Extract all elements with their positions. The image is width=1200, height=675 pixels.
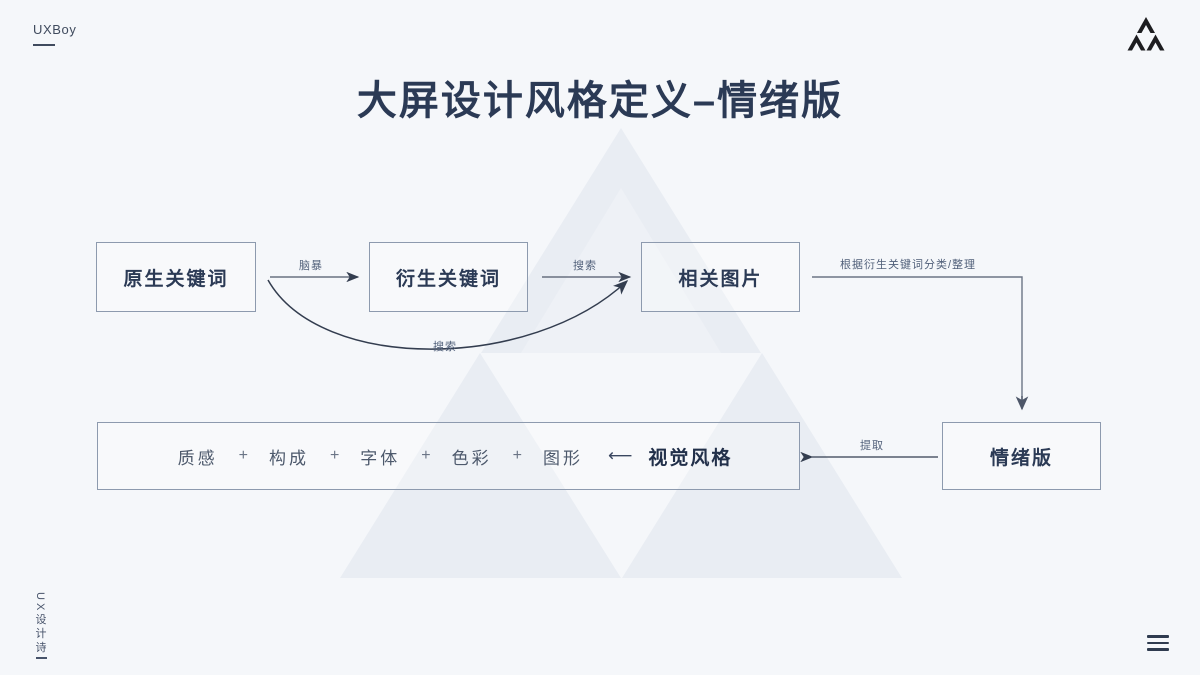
brand-underline [33, 44, 55, 46]
style-term-texture: 质感 [177, 448, 218, 468]
node-related-images[interactable]: 相关图片 [641, 242, 800, 312]
node-label: 情绪版 [989, 447, 1053, 469]
style-term-color: 色彩 [451, 448, 492, 468]
node-derived-keywords[interactable]: 衍生关键词 [369, 242, 528, 312]
edge-label-classify: 根据衍生关键词分类/整理 [840, 259, 977, 271]
hamburger-menu-icon[interactable] [1147, 635, 1169, 651]
plus-sign: + [238, 447, 248, 464]
node-native-keywords[interactable]: 原生关键词 [96, 242, 256, 312]
edge-label-extract: 提取 [860, 440, 884, 452]
style-term-composition: 构成 [268, 448, 309, 468]
brand-name: UXBoy [33, 22, 77, 37]
footer-underline [36, 657, 47, 659]
node-label: 原生关键词 [123, 268, 229, 290]
hamburger-line [1147, 635, 1169, 638]
hamburger-line [1147, 641, 1169, 644]
footer-vertical-text: UX设计诗 [34, 592, 46, 656]
visual-style-bar[interactable]: 质感 + 构成 + 字体 + 色彩 + 图形 ⟵ 视觉风格 [97, 422, 800, 490]
visual-style-label: 视觉风格 [648, 447, 733, 469]
edge-label-search-curve: 搜索 [433, 341, 457, 353]
edge-label-brainstorm: 脑暴 [299, 260, 323, 272]
plus-sign: + [421, 447, 431, 464]
page-title: 大屏设计风格定义–情绪版 [356, 79, 844, 123]
hamburger-line [1147, 648, 1169, 651]
node-mood-board[interactable]: 情绪版 [942, 422, 1101, 490]
watermark-triangle-logo [340, 128, 902, 578]
triangle-trio-logo-icon [1127, 17, 1165, 51]
edge-label-search-top: 搜索 [573, 260, 597, 272]
style-term-typography: 字体 [360, 448, 401, 468]
node-label: 相关图片 [678, 268, 763, 290]
style-term-graphics: 图形 [542, 448, 583, 468]
plus-sign: + [329, 447, 340, 464]
left-arrow-icon: ⟵ [607, 446, 633, 465]
plus-sign: + [512, 447, 522, 464]
node-label: 衍生关键词 [395, 268, 501, 290]
